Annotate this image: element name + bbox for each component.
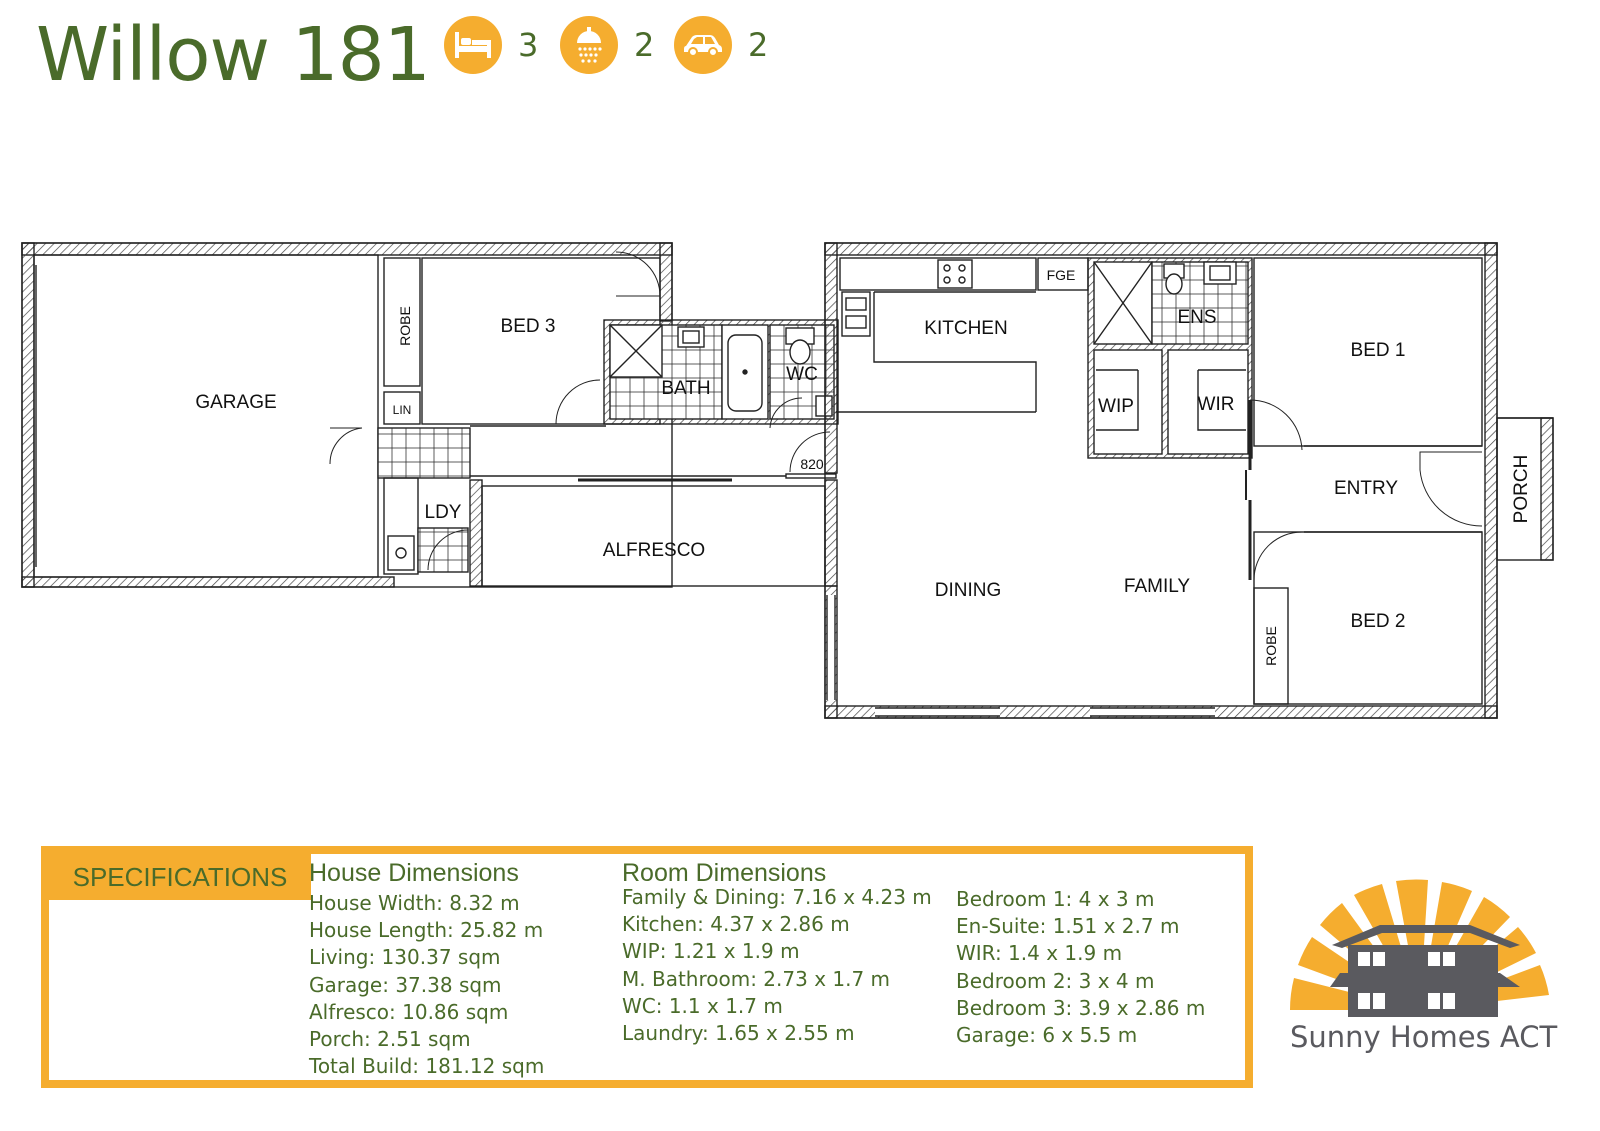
label-family: FAMILY: [1124, 576, 1190, 597]
bathrooms-feature: 2: [560, 16, 654, 74]
spec-item: Family & Dining: 7.16 x 4.23 m: [622, 885, 932, 909]
label-door-820: 820: [800, 456, 824, 472]
car-icon: [674, 16, 732, 74]
label-wip: WIP: [1098, 396, 1134, 417]
room-dimensions-heading: Room Dimensions: [622, 859, 827, 887]
label-wir: WIR: [1198, 394, 1235, 415]
spec-item: Bedroom 1: 4 x 3 m: [956, 887, 1155, 911]
label-wc: WC: [786, 364, 818, 385]
spec-item: Kitchen: 4.37 x 2.86 m: [622, 912, 850, 937]
house-dimensions-heading: House Dimensions: [309, 859, 519, 887]
house-dimensions: House Dimensions House Width: 8.32 m Hou…: [309, 858, 544, 1080]
bedrooms-feature: 3: [444, 16, 538, 74]
label-robe-right: ROBE: [1263, 626, 1279, 666]
floor-plan: GARAGE ROBE BED 3 LIN LDY BATH WC ALFRES…: [21, 242, 1554, 719]
spec-item: WIR: 1.4 x 1.9 m: [956, 941, 1123, 966]
label-fge: FGE: [1047, 267, 1076, 283]
room-dimensions: Room Dimensions Family & Dining: 7.16 x …: [622, 858, 932, 1047]
spec-item: Total Build: 181.12 sqm: [309, 1054, 545, 1079]
label-bed3: BED 3: [501, 316, 556, 337]
specifications-tab: SPECIFICATIONS: [49, 854, 311, 900]
shower-icon: [560, 16, 618, 74]
label-kitchen: KITCHEN: [924, 318, 1007, 339]
spec-item: House Length: 25.82 m: [309, 918, 544, 943]
label-bath: BATH: [661, 378, 710, 399]
spec-item: Bedroom 2: 3 x 4 m: [956, 968, 1155, 993]
sunny-homes-logo: [1290, 879, 1549, 1017]
label-porch: PORCH: [1511, 455, 1532, 524]
bedroom-count: 3: [518, 26, 539, 64]
label-ens: ENS: [1177, 307, 1216, 328]
label-ldy: LDY: [425, 502, 462, 523]
bathroom-count: 2: [634, 26, 655, 64]
spec-item: En-Suite: 1.51 x 2.7 m: [956, 914, 1180, 939]
spec-item: Laundry: 1.65 x 2.55 m: [622, 1021, 855, 1046]
specifications-panel: SPECIFICATIONS House Dimensions House Wi…: [41, 846, 1253, 1088]
label-alfresco: ALFRESCO: [603, 540, 705, 561]
spec-item: Garage: 6 x 5.5 m: [956, 1023, 1138, 1048]
spec-item: M. Bathroom: 2.73 x 1.7 m: [622, 966, 891, 991]
label-dining: DINING: [935, 580, 1002, 601]
label-bed1: BED 1: [1351, 340, 1406, 361]
room-dimensions-2: Bedroom 1: 4 x 3 m En-Suite: 1.51 x 2.7 …: [956, 886, 1205, 1049]
spec-item: Garage: 37.38 sqm: [309, 972, 502, 997]
label-robe-left: ROBE: [397, 306, 413, 346]
label-garage: GARAGE: [195, 392, 276, 413]
spec-item: Bedroom 3: 3.9 x 2.86 m: [956, 995, 1206, 1020]
brand-name: Sunny Homes ACT: [1290, 1020, 1558, 1054]
spec-item: WIP: 1.21 x 1.9 m: [622, 939, 800, 964]
car-space-count: 2: [748, 26, 769, 64]
car-spaces-feature: 2: [674, 16, 768, 74]
label-lin: LIN: [393, 403, 412, 417]
label-bed2: BED 2: [1351, 611, 1406, 632]
spec-item: WC: 1.1 x 1.7 m: [622, 993, 783, 1018]
spec-item: Alfresco: 10.86 sqm: [309, 999, 509, 1024]
spec-item: Porch: 2.51 sqm: [309, 1027, 471, 1052]
label-entry: ENTRY: [1334, 478, 1398, 499]
plan-title: Willow 181: [36, 12, 431, 98]
spec-item: Living: 130.37 sqm: [309, 945, 501, 970]
spec-item: House Width: 8.32 m: [309, 891, 520, 915]
bed-icon: [444, 16, 502, 74]
